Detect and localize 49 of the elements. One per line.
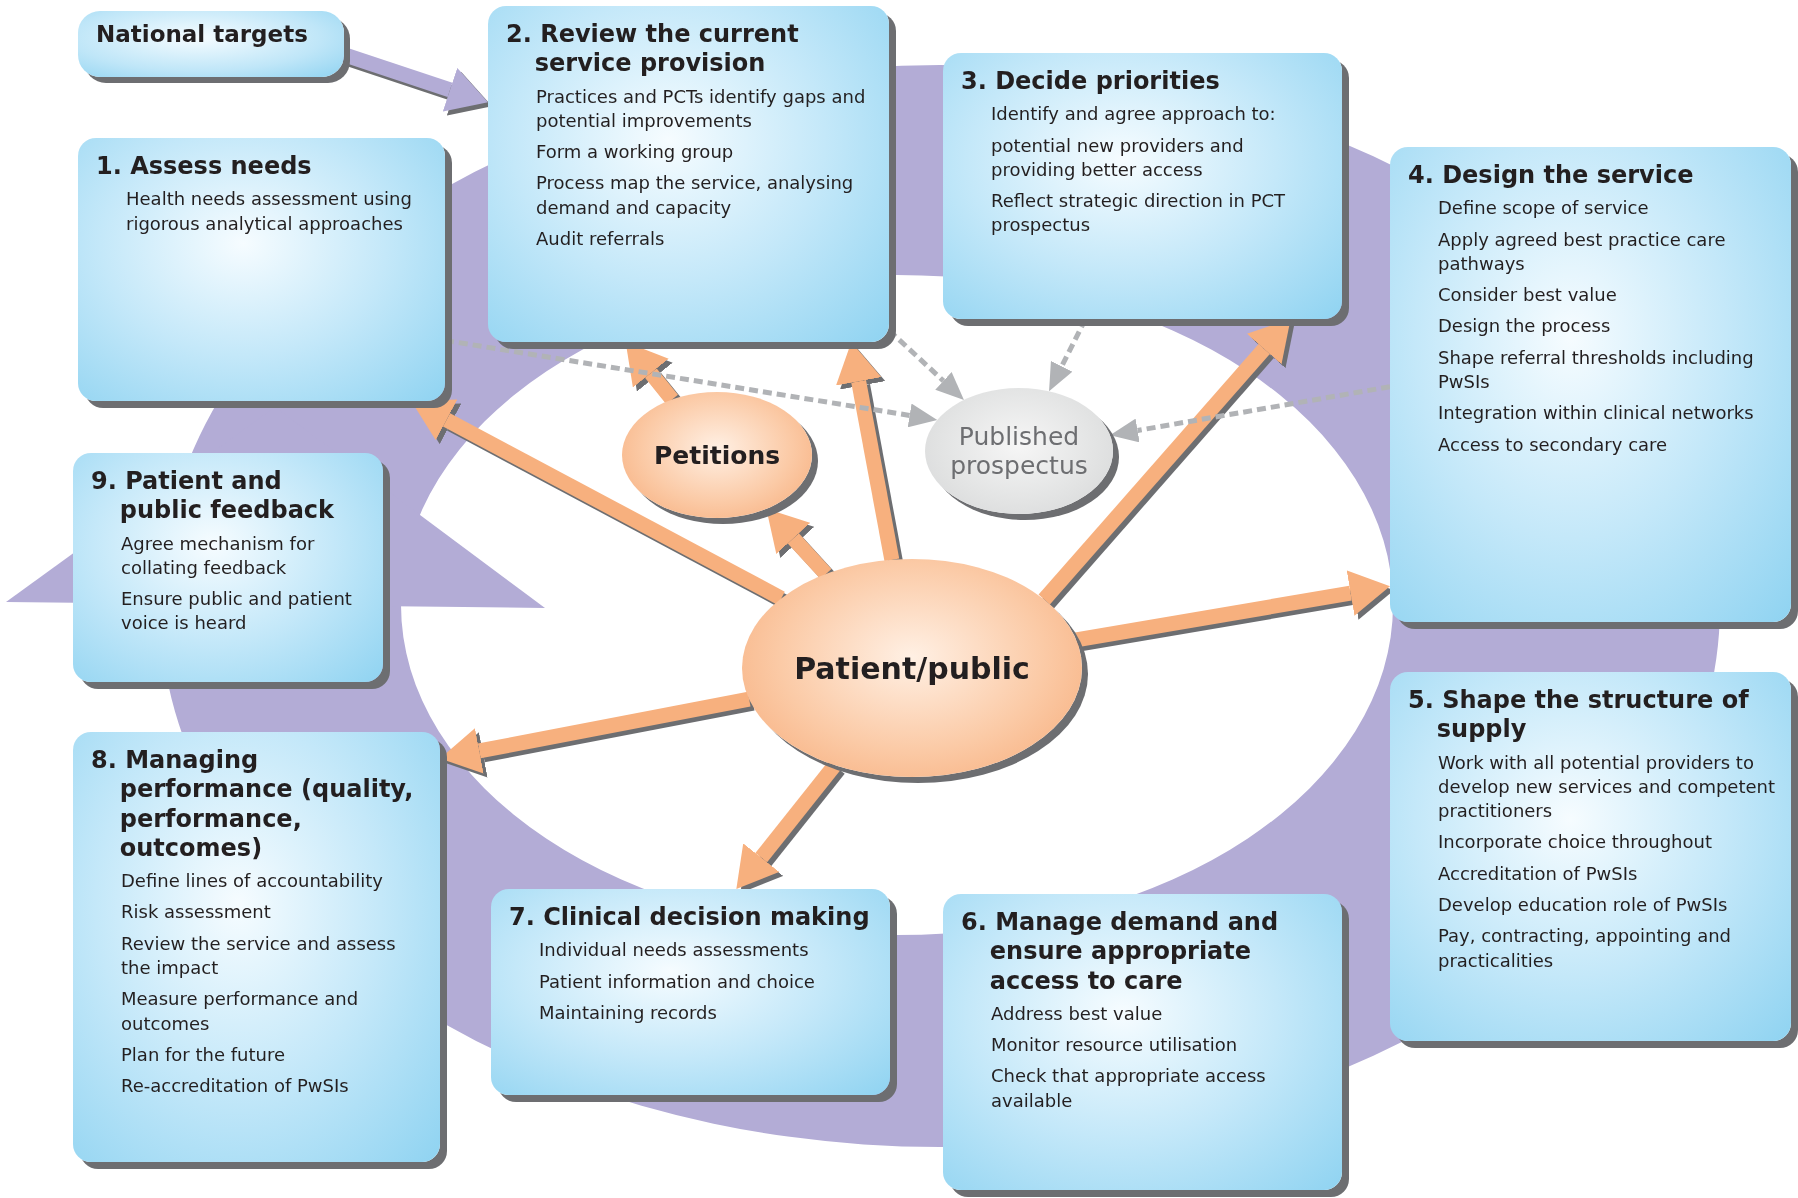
step-heading: 2. Review the current service provision — [506, 20, 800, 79]
step-item: Address best value — [991, 1001, 1164, 1026]
step-item: Pay, contracting, appointing and practicalities — [1438, 924, 1732, 973]
step-heading: 8. Managing performance (quality, performance, outcomes) — [91, 746, 415, 864]
step-item: Maintaining records — [539, 1000, 718, 1025]
step-item: Monitor resource utilisation — [991, 1033, 1239, 1058]
step-item: Agree mechanism for collating feedback — [121, 531, 316, 580]
node-label: National targets — [96, 21, 308, 47]
step-heading: 5. Shape the structure of supply — [1408, 686, 1750, 745]
node-label: Petitions — [653, 440, 781, 470]
step-heading: 4. Design the service — [1408, 161, 1695, 191]
step-item: Work with all potential providers to develop new services and competent practitioners — [1438, 750, 1777, 824]
step-item: Reflect strategic direction in PCT prospectus — [991, 189, 1287, 238]
step-heading: 3. Decide priorities — [961, 67, 1221, 97]
step-item: Measure performance and outcomes — [121, 987, 360, 1036]
step-heading: 6. Manage demand and ensure appropriate access to care — [961, 908, 1280, 996]
step-item: Re-accreditation of PwSIs — [121, 1074, 350, 1099]
step-item: Develop education role of PwSIs — [1438, 893, 1729, 917]
step-item: Patient information and choice — [539, 969, 816, 994]
step-heading: 7. Clinical decision making — [509, 903, 871, 933]
step-item: Plan for the future — [121, 1042, 287, 1067]
step-item: Review the service and assess the impact — [121, 931, 397, 980]
step-heading: 9. Patient and public feedback — [91, 467, 335, 526]
step-item: Process map the service, analysing demand and capacity — [536, 171, 855, 220]
step-heading: 1. Assess needs — [96, 152, 313, 182]
step-item: Ensure public and patient voice is heard — [121, 587, 353, 636]
step-item: Individual needs assessments — [539, 938, 810, 963]
step-item: Check that appropriate access available — [991, 1064, 1267, 1113]
step-item: Integration within clinical networks — [1438, 401, 1755, 426]
step-item: Risk assessment — [121, 900, 272, 925]
step-item: Incorporate choice throughout — [1438, 830, 1713, 855]
step-item: Shape referral thresholds including PwSIs — [1438, 345, 1755, 395]
step-item: Consider best value — [1438, 283, 1618, 308]
step-item: Apply agreed best practice care pathways — [1438, 227, 1727, 276]
step-item: Identify and agree approach to: — [991, 102, 1277, 127]
step-item: Audit referrals — [536, 227, 666, 251]
step-item: Access to secondary care — [1438, 432, 1669, 457]
step-item: Define lines of accountability — [121, 869, 384, 894]
step-item: Health needs assessment using rigorous analytical approaches — [126, 187, 413, 236]
block-arrow — [1075, 570, 1390, 648]
step-item: Form a working group — [536, 140, 735, 165]
step-item: Practices and PCTs identify gaps and potential improvements — [536, 84, 867, 133]
dashed-arrow — [1110, 384, 1391, 443]
step-item: Accreditation of PwSIs — [1438, 861, 1639, 886]
node-label: Published prospectus — [949, 422, 1089, 480]
step-item: Define scope of service — [1438, 196, 1650, 221]
step-item: Design the process — [1438, 314, 1612, 339]
node-label: Patient/public — [794, 650, 1030, 686]
step-item: potential new providers and providing better access — [991, 133, 1245, 182]
